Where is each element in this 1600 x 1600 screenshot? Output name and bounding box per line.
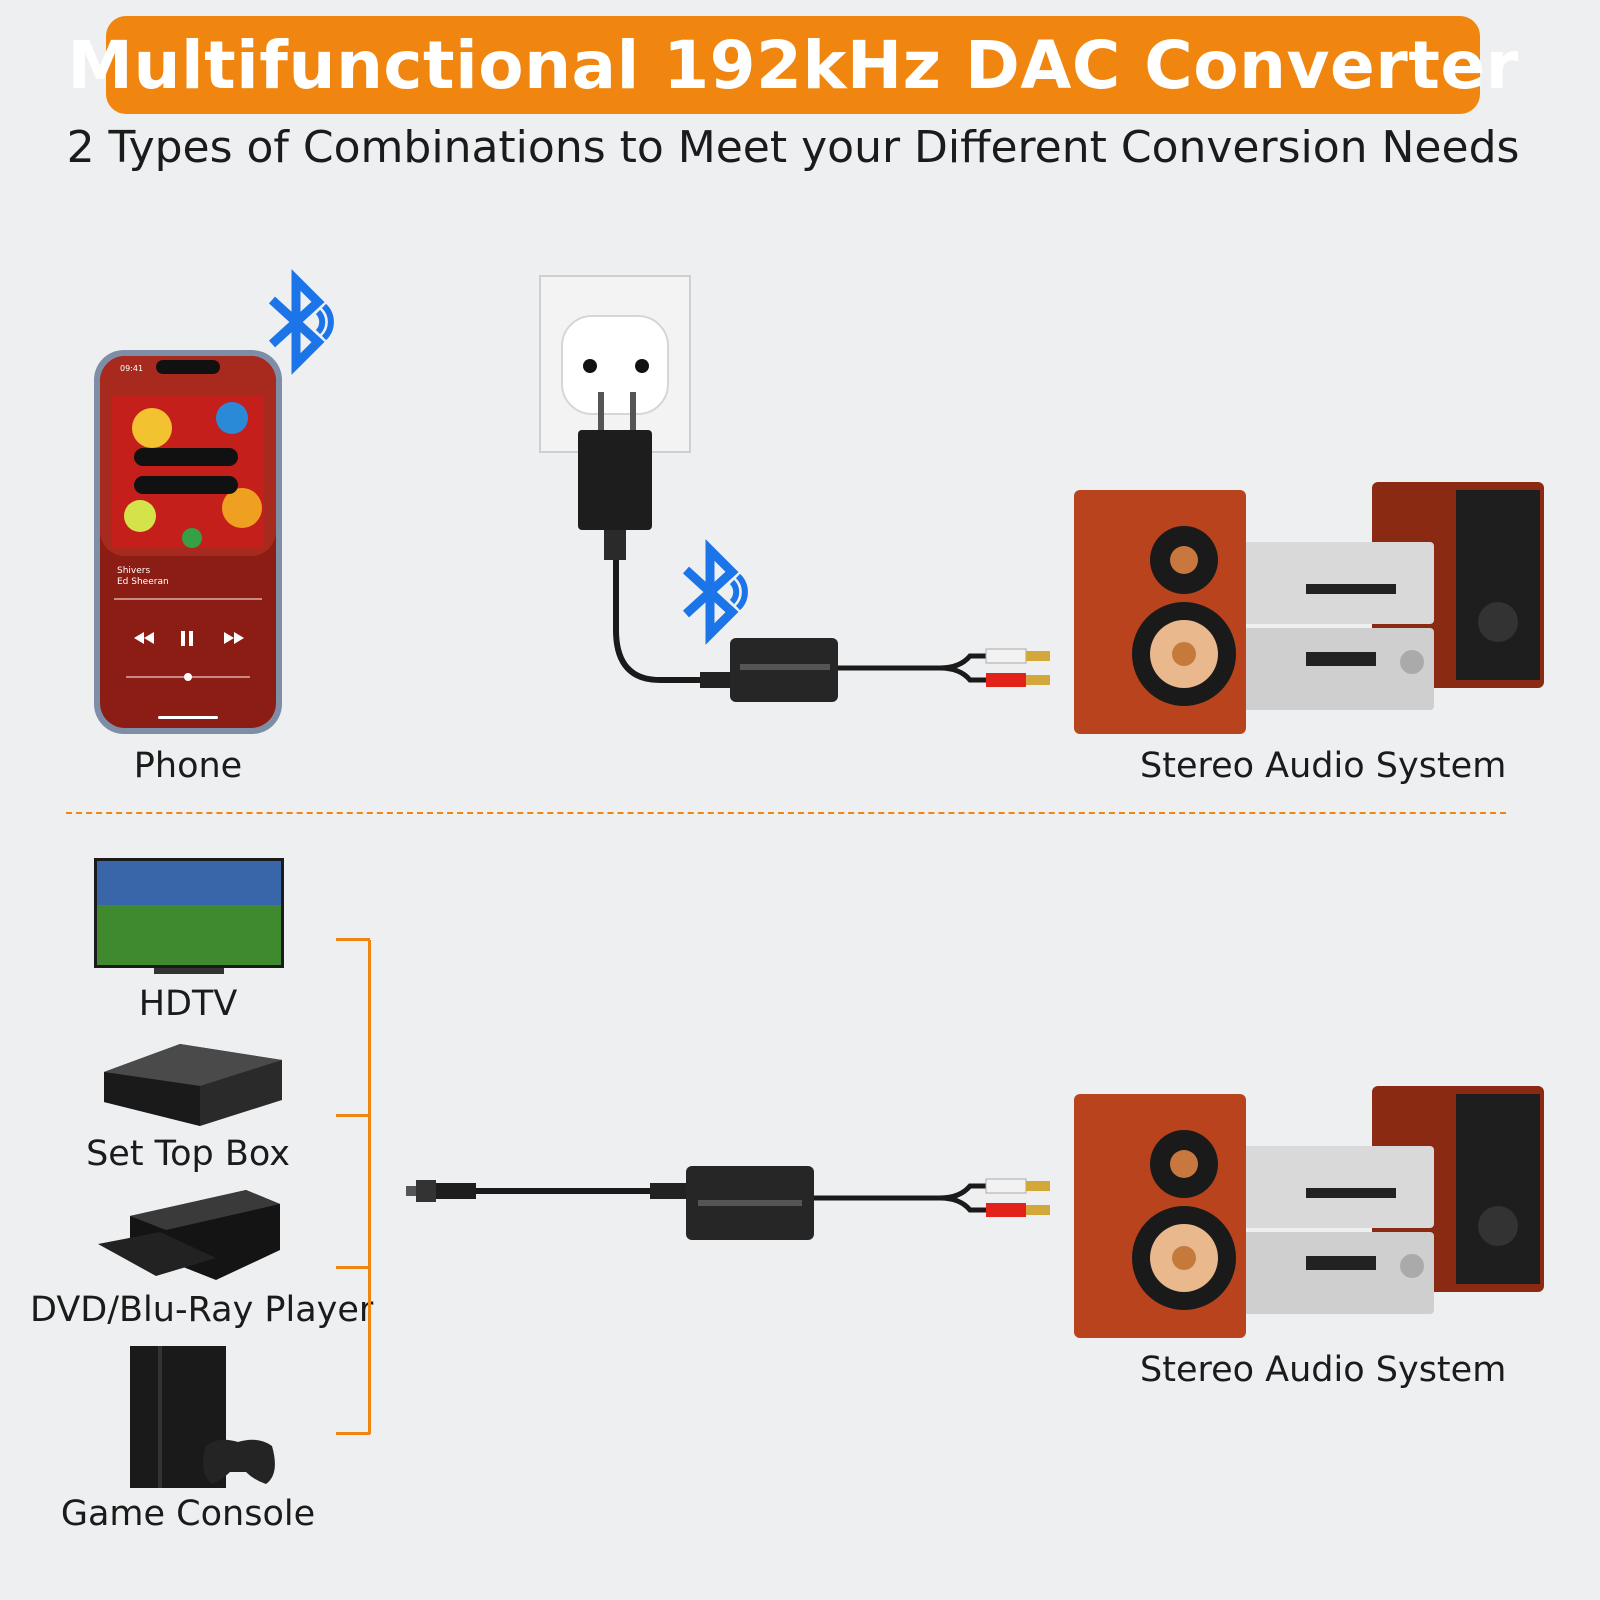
section-divider [66,812,1506,814]
stereo-system-illustration [1074,1086,1544,1338]
title-banner: Multifunctional 192kHz DAC Converter [67,16,1518,114]
dac-converter-optical [406,1166,1050,1240]
set-top-box-illustration [104,1044,282,1126]
phone-now-playing: Shivers Ed Sheeran [117,566,169,588]
bracket-tick [336,1114,370,1117]
bluetooth-icon [682,539,748,645]
power-adapter-illustration [578,392,652,560]
stereo-system-illustration [1074,482,1544,734]
game-console-illustration [130,1346,275,1488]
phone-illustration [94,350,282,734]
source-label-dvd-player: DVD/Blu-Ray Player [30,1290,374,1330]
phone-label: Phone [133,746,243,786]
source-bracket [336,940,371,1434]
hdtv-illustration [94,858,284,974]
stereo-label-top: Stereo Audio System [1140,746,1507,786]
page-title: Multifunctional 192kHz DAC Converter [67,26,1519,104]
usb-cable [613,560,730,683]
bracket-tick [336,1432,370,1435]
source-label-hdtv: HDTV [138,984,238,1024]
phone-song-title: Shivers [117,566,151,576]
page-subtitle: 2 Types of Combinations to Meet your Dif… [66,122,1520,173]
source-label-game-console: Game Console [60,1494,316,1534]
bracket-tick [336,938,370,941]
bracket-tick [336,1266,370,1269]
source-label-set-top-box: Set Top Box [86,1134,290,1174]
dac-converter [700,638,1050,702]
bluetooth-icon [268,269,334,375]
dvd-player-illustration [98,1190,280,1280]
stereo-label-bottom: Stereo Audio System [1140,1350,1507,1390]
phone-song-artist: Ed Sheeran [117,577,169,587]
wall-socket-illustration [539,275,691,453]
phone-clock: 09:41 [120,364,144,373]
